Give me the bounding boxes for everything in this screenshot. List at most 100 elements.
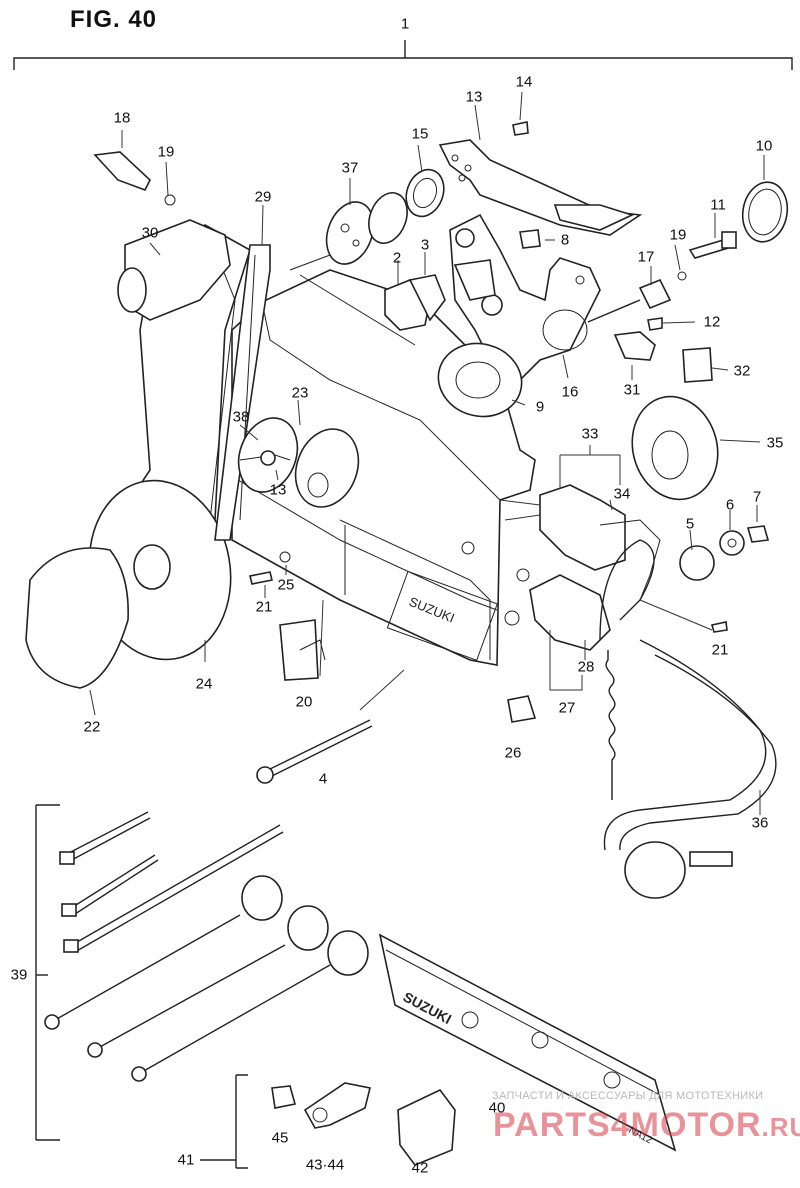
kit-bracket-39	[35, 804, 60, 1141]
callout-37: 37	[341, 159, 359, 177]
callout-17: 17	[637, 248, 655, 266]
watermark-logo-text: PARTS4MOTOR	[493, 1106, 762, 1144]
leader-lines	[89, 91, 765, 815]
lever-hub-hole	[133, 544, 171, 590]
bushing-5	[679, 545, 715, 581]
callout-45: 45	[271, 1129, 289, 1147]
pin-18	[93, 151, 151, 191]
callout-7: 7	[752, 488, 762, 506]
cable-36	[603, 639, 767, 851]
callout-13-top: 13	[465, 88, 483, 106]
callout-20: 20	[295, 693, 313, 711]
bolt-4	[267, 719, 371, 771]
callout-1: 1	[400, 15, 410, 33]
switch-31	[613, 331, 656, 361]
callout-16: 16	[561, 383, 579, 401]
screw-12	[647, 317, 663, 331]
clip-19	[164, 194, 176, 206]
screw-21b	[710, 621, 728, 633]
callout-14: 14	[515, 73, 533, 91]
callout-26: 26	[504, 744, 522, 762]
grommet-42	[397, 1088, 456, 1166]
cable-terminal	[689, 851, 733, 867]
lanyard-coil-28	[605, 650, 616, 800]
callout-27: 27	[558, 699, 576, 717]
callout-43-44: 43·44	[305, 1156, 345, 1174]
callout-23: 23	[291, 384, 309, 402]
callout-32: 32	[733, 362, 751, 380]
stud-45	[271, 1085, 297, 1109]
bracket-35	[631, 395, 719, 501]
callout-3: 3	[420, 236, 430, 254]
callout-12: 12	[703, 313, 721, 331]
watermark-logo: PARTS4MOTOR.RU	[493, 1106, 800, 1145]
screw-21	[249, 571, 273, 585]
cable-tie-1	[64, 811, 149, 856]
bolt-11-head	[721, 231, 737, 249]
kit-bracket-41	[235, 1074, 248, 1169]
bolt-14	[512, 121, 529, 136]
bracket-20	[279, 619, 319, 681]
callout-5: 5	[685, 515, 695, 533]
washer-9	[437, 342, 523, 418]
assembly-bracket	[13, 57, 793, 70]
callout-38: 38	[232, 408, 250, 426]
harness-connector-34	[539, 484, 626, 571]
callout-4: 4	[318, 770, 328, 788]
washer-15	[405, 168, 445, 218]
switch-connector-27	[529, 574, 611, 651]
switch-32	[682, 347, 713, 383]
spacer-1	[241, 875, 283, 921]
bushing-3	[408, 274, 446, 322]
callout-30: 30	[141, 224, 159, 242]
cam-boss	[453, 259, 496, 301]
callout-19-left: 19	[157, 143, 175, 161]
friction-disc	[294, 428, 360, 508]
callout-35: 35	[766, 434, 784, 452]
clip-26	[507, 695, 537, 723]
spacer-3	[327, 930, 369, 976]
socket-43-44	[303, 1082, 371, 1129]
spacer-2	[287, 905, 329, 951]
callout-10: 10	[755, 137, 773, 155]
callout-28: 28	[577, 658, 595, 676]
callout-21-left: 21	[255, 598, 273, 616]
callout-19-right: 19	[669, 226, 687, 244]
ring-37b	[368, 192, 408, 244]
link-17	[638, 278, 672, 310]
cover-10	[741, 181, 789, 243]
callout-41: 41	[177, 1151, 195, 1169]
nut-7	[746, 525, 770, 543]
nut-8	[519, 229, 541, 249]
figure-title: FIG. 40	[70, 6, 158, 33]
callout-39: 39	[10, 966, 28, 984]
callout-33: 33	[581, 425, 599, 443]
cable-tie-3	[71, 824, 281, 946]
callout-25: 25	[277, 576, 295, 594]
hub-cover-22	[25, 547, 129, 689]
washer-25	[279, 551, 291, 563]
kit-bolt-3	[141, 964, 331, 1073]
watermark-caption: ЗАПЧАСТИ И АКСЕССУАРЫ ДЛЯ МОТОТЕХНИКИ	[492, 1090, 764, 1102]
callout-9: 9	[535, 398, 545, 416]
cable-plug-36	[624, 841, 686, 899]
callout-21-right: 21	[711, 641, 729, 659]
name-plate-40	[378, 933, 677, 1152]
callout-15: 15	[411, 125, 429, 143]
callout-29: 29	[254, 188, 272, 206]
kit-bolt-2	[97, 944, 286, 1049]
callout-24: 24	[195, 675, 213, 693]
watermark-logo-domain: .RU	[761, 1112, 800, 1142]
cable-tie-2	[67, 854, 156, 911]
callout-11: 11	[710, 196, 726, 214]
kit-bolt-1	[54, 914, 241, 1021]
callout-31: 31	[623, 381, 641, 399]
callout-22: 22	[83, 718, 101, 736]
callout-6: 6	[725, 496, 735, 514]
clip-19b	[677, 271, 687, 281]
callout-2: 2	[392, 249, 402, 267]
callout-34: 34	[613, 485, 631, 503]
callout-36: 36	[751, 814, 769, 832]
